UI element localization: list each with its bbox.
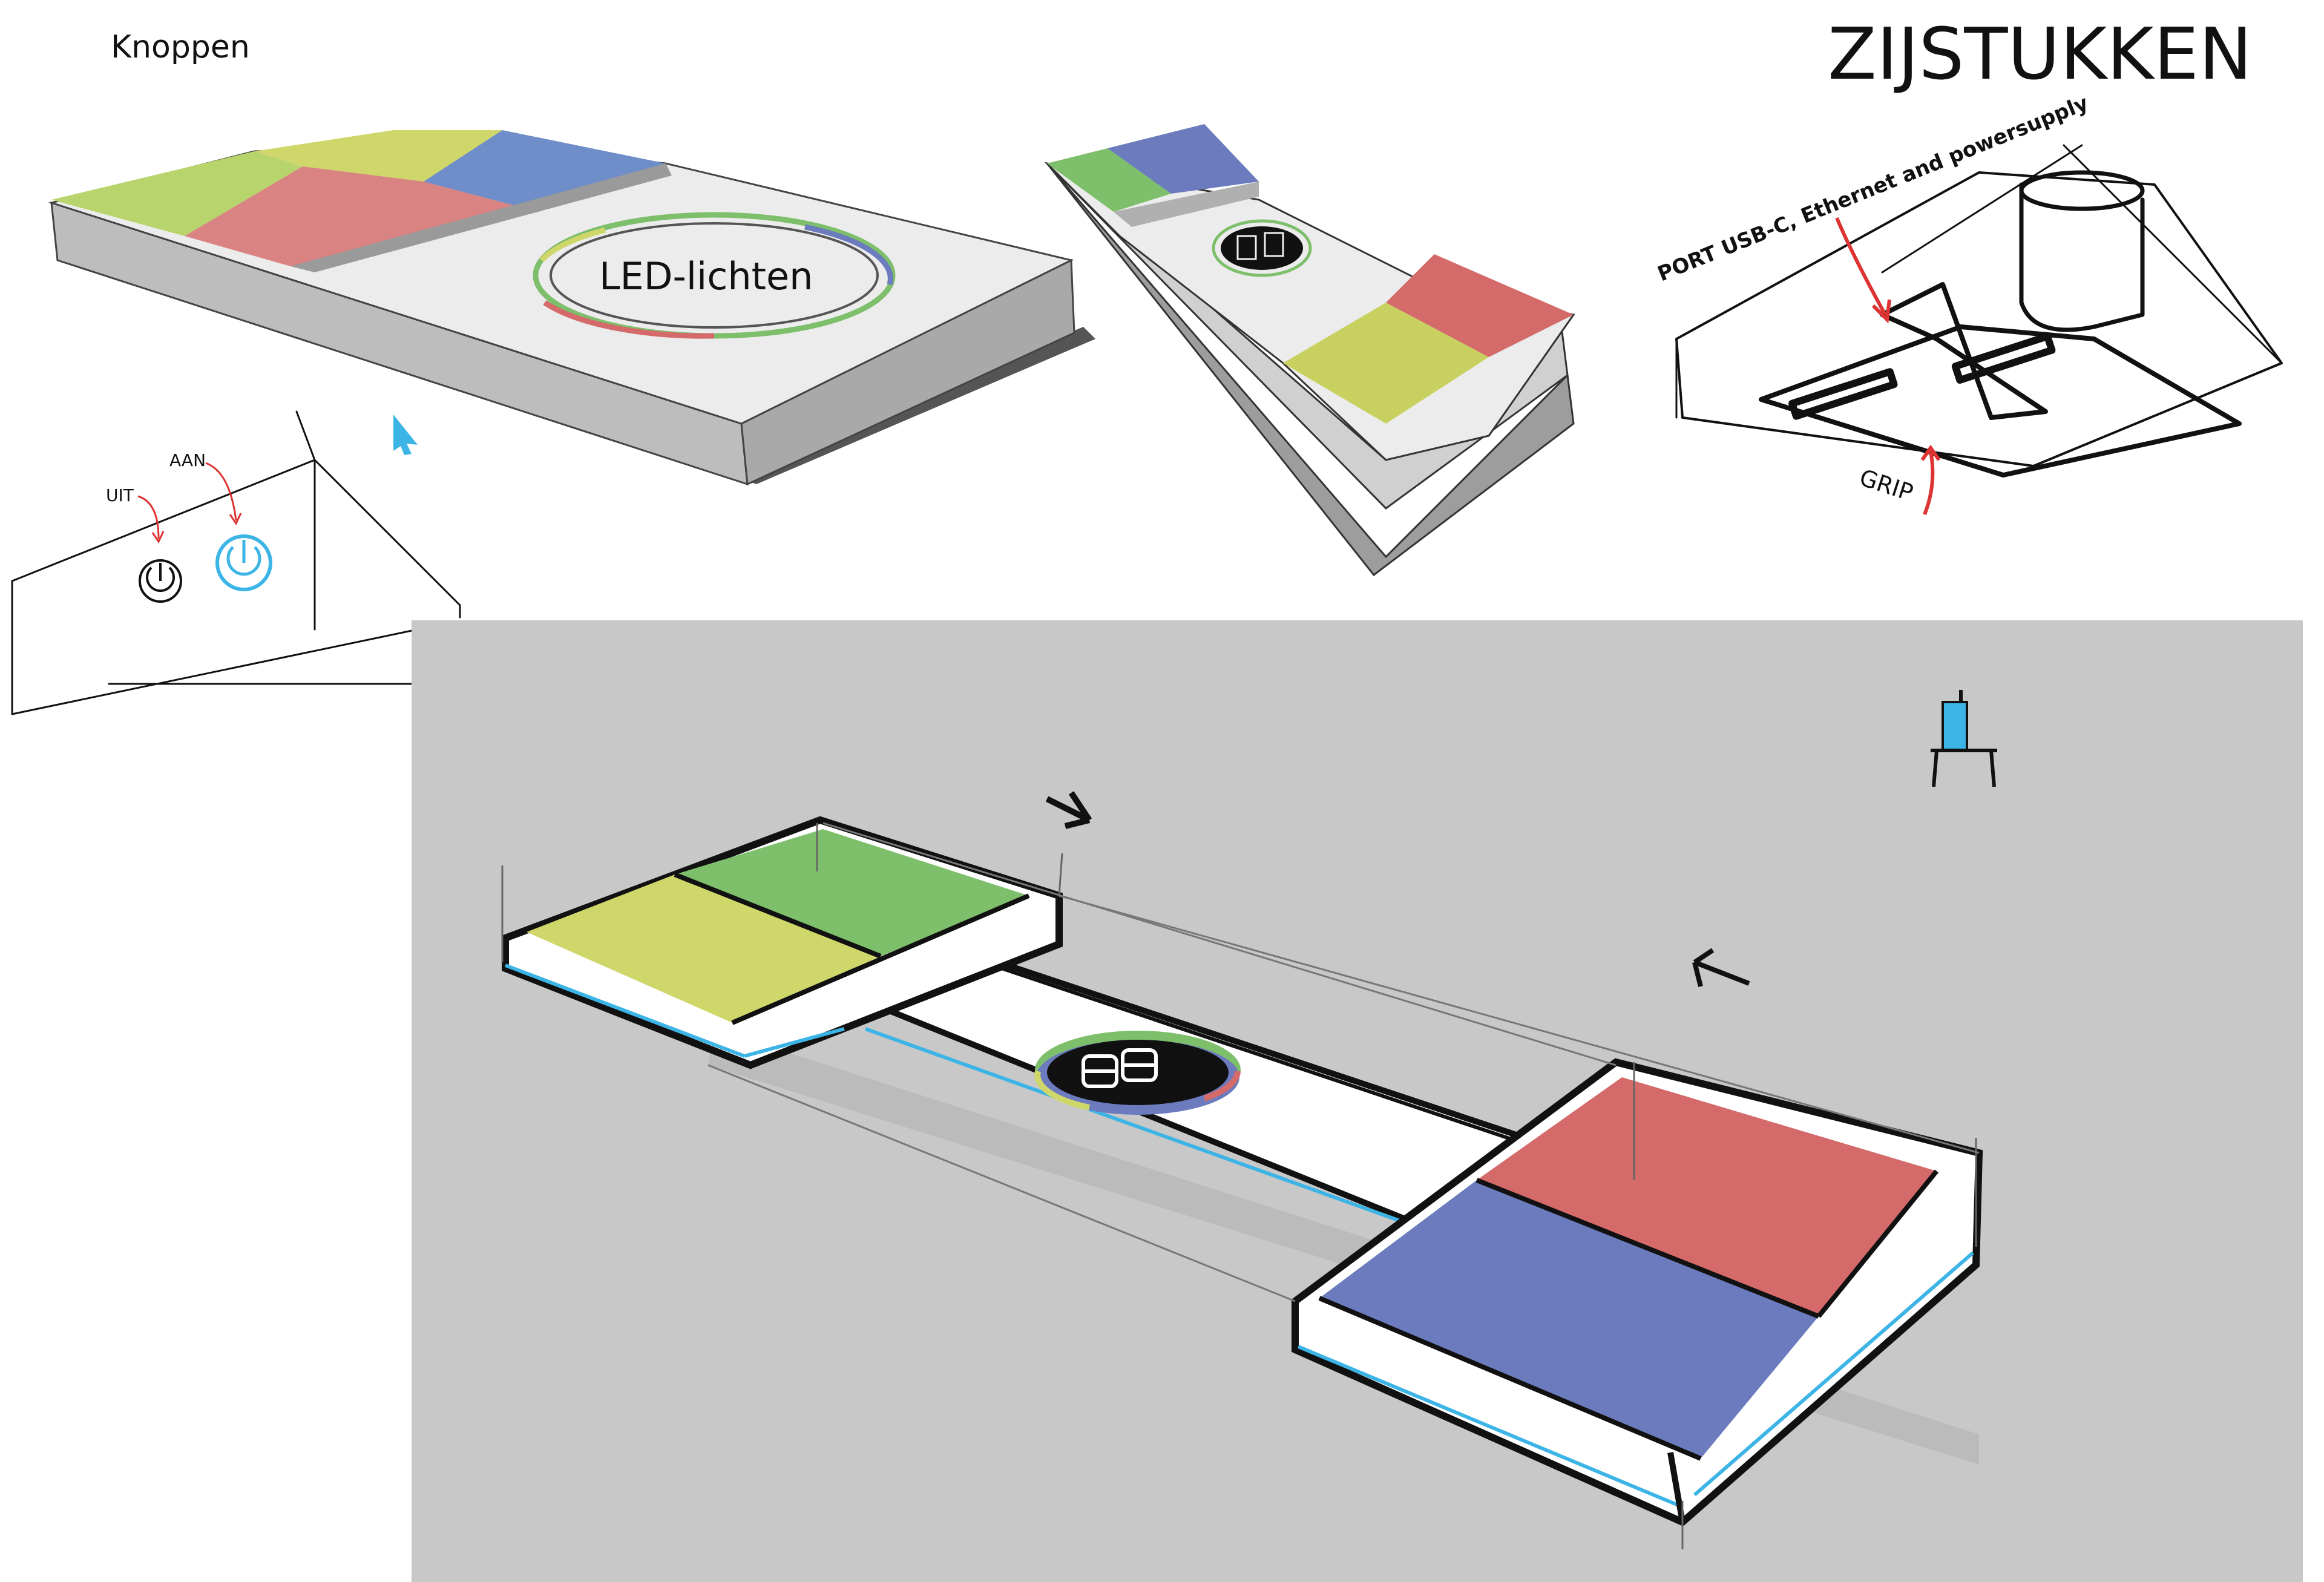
left-button-block xyxy=(501,816,1063,1069)
button-panel-red xyxy=(185,166,539,266)
main-render-panel xyxy=(412,620,2303,1582)
button-panel-light-green xyxy=(51,151,303,236)
led-label: LED-lichten xyxy=(599,254,813,298)
arrow-icon xyxy=(1045,791,1750,987)
power-on-icon xyxy=(215,534,272,591)
power-switch-sketch: UIT AAN xyxy=(11,410,461,715)
chair-icon xyxy=(1931,690,1997,787)
wedge-panel-green xyxy=(1047,148,1171,212)
wedge-panel-red xyxy=(1386,254,1574,357)
block-panel-blue xyxy=(1319,1180,1819,1459)
seven-segment-display-icon xyxy=(1212,219,1312,277)
right-button-block xyxy=(1292,1058,1983,1549)
block-panel-yellow xyxy=(527,875,881,1023)
label-off: UIT xyxy=(106,485,134,505)
wedge-panel-blue xyxy=(1108,124,1259,194)
grip-label: GRIP xyxy=(1856,464,1916,507)
button-panel-blue xyxy=(424,130,666,212)
wedge-panel-yellow xyxy=(1283,303,1489,424)
page-title: ZIJSTUKKEN xyxy=(1828,12,2252,96)
block-panel-green xyxy=(675,829,1029,956)
controller-wedge-sketch xyxy=(1044,124,1575,577)
section-title-buttons: Knoppen xyxy=(111,29,250,65)
power-off-icon xyxy=(139,559,182,603)
cursor-icon xyxy=(393,415,418,455)
port-label: PORT USB-C, Ethernet and powersupply xyxy=(1654,91,2092,286)
button-panel-yellow xyxy=(254,130,502,182)
label-on: AAN xyxy=(169,450,206,470)
center-display-icon xyxy=(1034,1031,1241,1115)
side-piece-sketch: PORT USB-C, Ethernet and powersupply GRI… xyxy=(1654,91,2283,516)
block-panel-red xyxy=(1477,1077,1937,1316)
controller-flat-sketch: LED-lichten xyxy=(48,130,1095,486)
